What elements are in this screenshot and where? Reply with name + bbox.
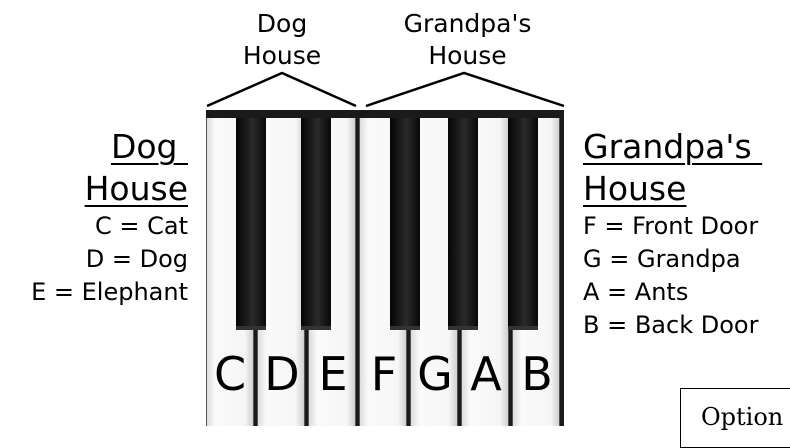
grandpas-house-title-line2: House [583,169,687,208]
grandpas-house-title-line1: Grandpa's [583,127,763,166]
black-key-f-sharp [390,118,420,330]
grandpas-house-legend: Grandpa's House F = Front Door G = Grand… [583,126,790,342]
options-button[interactable]: Option [680,388,790,448]
dog-house-bracket-label: Dog House [232,8,332,72]
dog-house-bracket-line2: House [242,41,322,70]
grandpas-house-bracket [365,71,565,108]
grandpas-house-item-a: A = Ants [583,278,689,306]
dog-house-item-d: D = Dog [85,245,188,273]
key-letter-e: E [318,347,348,401]
dog-house-item-c: C = Cat [95,212,188,240]
piano-keyboard: C D E F G A B [206,110,564,426]
bracket-lines [206,71,565,108]
dog-house-bracket-line1: Dog [256,9,308,38]
black-key-c-sharp [236,118,266,330]
dog-house-title-line2: House [84,169,188,208]
grandpas-house-bracket-line2: House [428,41,507,70]
grandpas-house-bracket-label: Grandpa's House [385,8,550,72]
black-key-a-sharp [508,118,538,330]
dog-house-item-e: E = Elephant [31,278,188,306]
dog-house-legend: Dog House C = Cat D = Dog E = Elephant [0,126,188,309]
grandpas-house-bracket-line1: Grandpa's [403,9,532,38]
key-letter-d: D [264,347,300,401]
dog-house-title-line1: Dog [110,127,188,166]
key-letter-c: C [213,347,247,401]
grandpas-house-item-b: B = Back Door [583,311,759,339]
grandpas-house-item-g: G = Grandpa [583,245,741,273]
key-letter-f: F [370,347,398,401]
black-key-g-sharp [448,118,478,330]
key-letter-b: B [521,347,553,401]
black-key-d-sharp [301,118,331,330]
grandpas-house-item-f: F = Front Door [583,212,759,240]
options-label: Option [701,403,784,431]
dog-house-bracket [206,71,357,108]
key-letter-a: A [470,347,502,401]
key-letter-g: G [417,347,453,401]
